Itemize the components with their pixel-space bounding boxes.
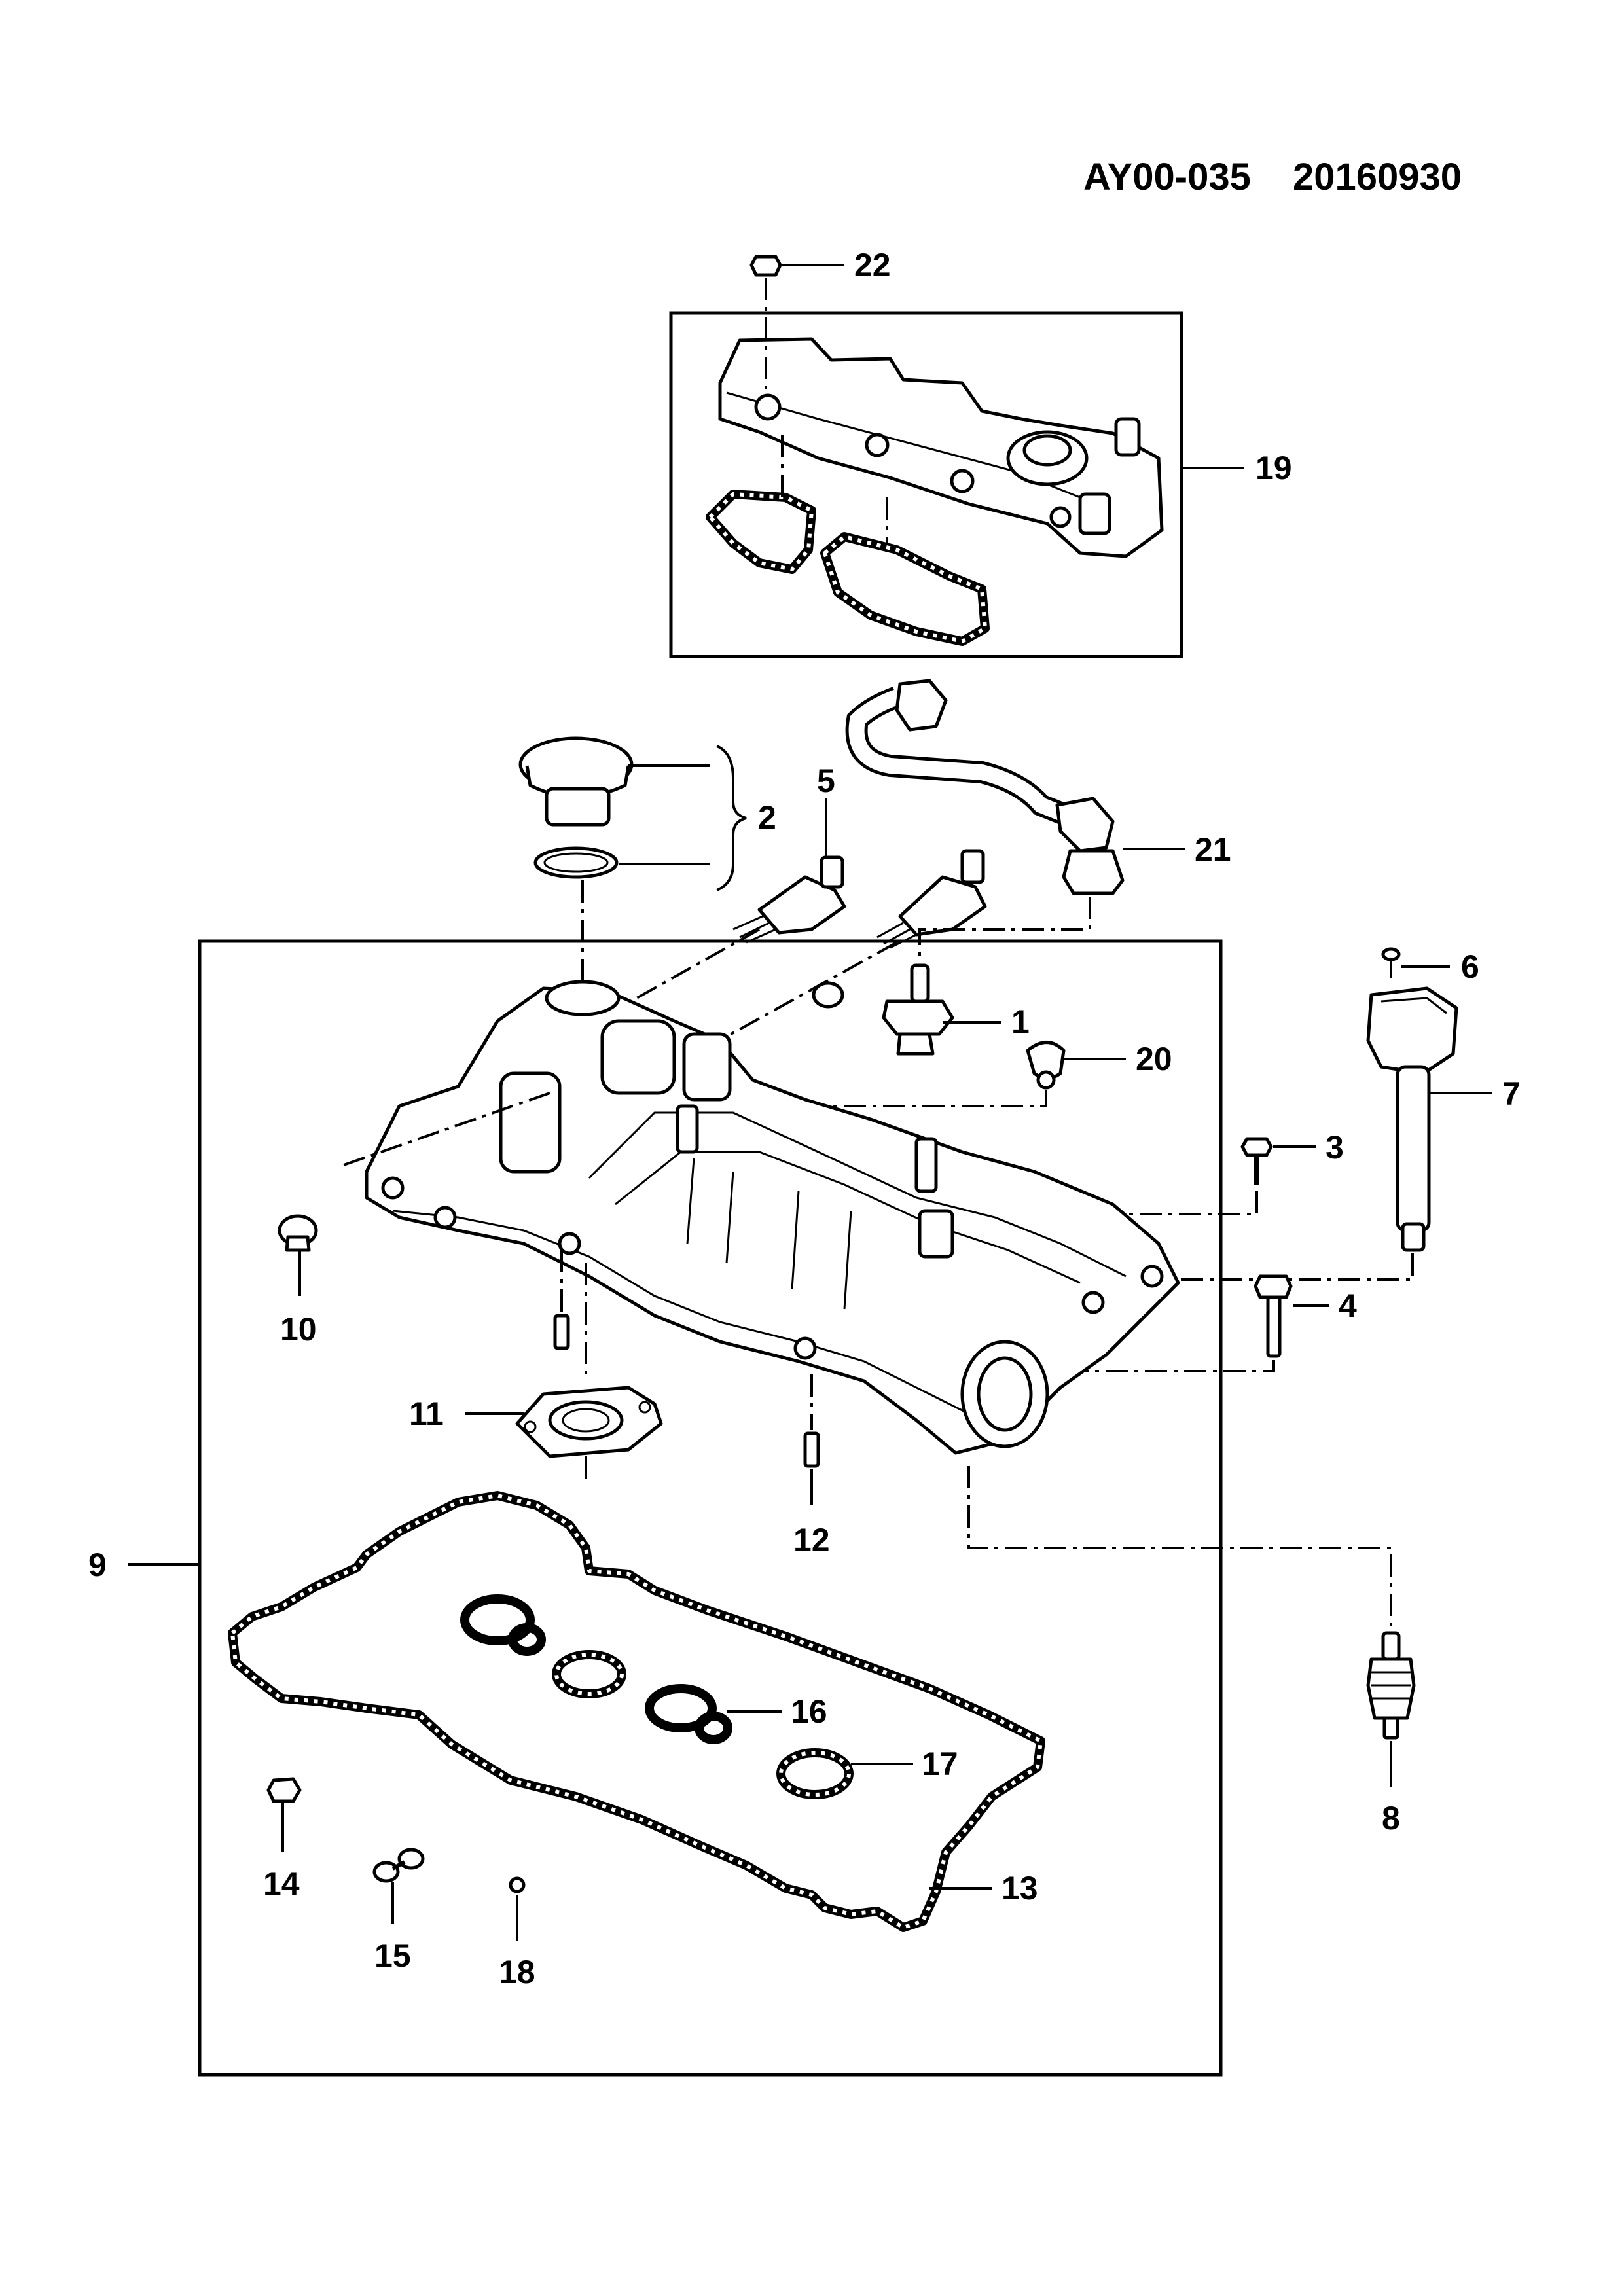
- callout-20: 20: [1136, 1041, 1172, 1077]
- valve-actuator-a: [732, 855, 846, 944]
- filler-o-ring: [533, 846, 619, 879]
- valve-actuator-b: [876, 849, 987, 949]
- callout-5: 5: [817, 762, 835, 799]
- callout-21: 21: [1195, 831, 1231, 868]
- spark-plug-seal-b: [552, 1650, 626, 1698]
- bolt-4: [1254, 1274, 1293, 1358]
- main-assembly-box: [198, 939, 1223, 2077]
- clip-20: [1026, 1041, 1066, 1090]
- callout-13: 13: [1001, 1870, 1038, 1907]
- callout-19: 19: [1255, 450, 1292, 486]
- date-code-label: 20160930: [1293, 156, 1462, 198]
- bolt-3: [1240, 1137, 1273, 1185]
- callout-7: 7: [1502, 1075, 1521, 1112]
- callout-2: 2: [758, 799, 776, 836]
- oil-filler-cap: [518, 736, 634, 827]
- callout-14: 14: [263, 1865, 300, 1902]
- ignition-coil-7: [1366, 986, 1458, 1252]
- upper-gasket-left: [706, 490, 816, 574]
- seal-15: [372, 1848, 425, 1883]
- spark-plug-8: [1366, 1631, 1416, 1740]
- upper-gasket-right: [820, 532, 990, 646]
- callout-18: 18: [499, 1954, 535, 1990]
- callout-11: 11: [409, 1395, 444, 1432]
- spark-plug-seal-17: [776, 1748, 854, 1799]
- callout-16: 16: [791, 1693, 827, 1730]
- bolt-22: [749, 255, 782, 277]
- callout-9: 9: [88, 1547, 107, 1583]
- spark-plug-seal-16: [645, 1684, 732, 1744]
- seal-11: [515, 1386, 663, 1458]
- cylinder-head-cover: [365, 980, 1180, 1455]
- sensor-1: [882, 963, 954, 1056]
- upper-cover-assembly: [718, 337, 1164, 558]
- spark-plug-seal-a: [460, 1594, 546, 1656]
- part-code-label: AY00-035: [1083, 156, 1251, 198]
- callout-12: 12: [793, 1522, 830, 1558]
- cover-gasket-13: [228, 1491, 1045, 1932]
- ball-18: [509, 1876, 526, 1893]
- dowel-pin-a: [553, 1314, 570, 1350]
- callout-17: 17: [922, 1746, 958, 1782]
- callout-10: 10: [280, 1311, 317, 1348]
- callout-1: 1: [1011, 1003, 1030, 1040]
- callout-8: 8: [1382, 1800, 1400, 1837]
- plug-10: [278, 1214, 318, 1252]
- pcv-hose: [845, 679, 1125, 895]
- callout-22: 22: [854, 247, 891, 283]
- callout-3: 3: [1326, 1129, 1344, 1166]
- dowel-pin-12: [803, 1431, 820, 1468]
- callout-6: 6: [1461, 948, 1479, 985]
- screw-6: [1381, 947, 1401, 978]
- callout-15: 15: [374, 1937, 411, 1974]
- cover-assembly-box: [669, 311, 1183, 658]
- nut-14: [266, 1777, 302, 1803]
- callout-4: 4: [1339, 1287, 1357, 1324]
